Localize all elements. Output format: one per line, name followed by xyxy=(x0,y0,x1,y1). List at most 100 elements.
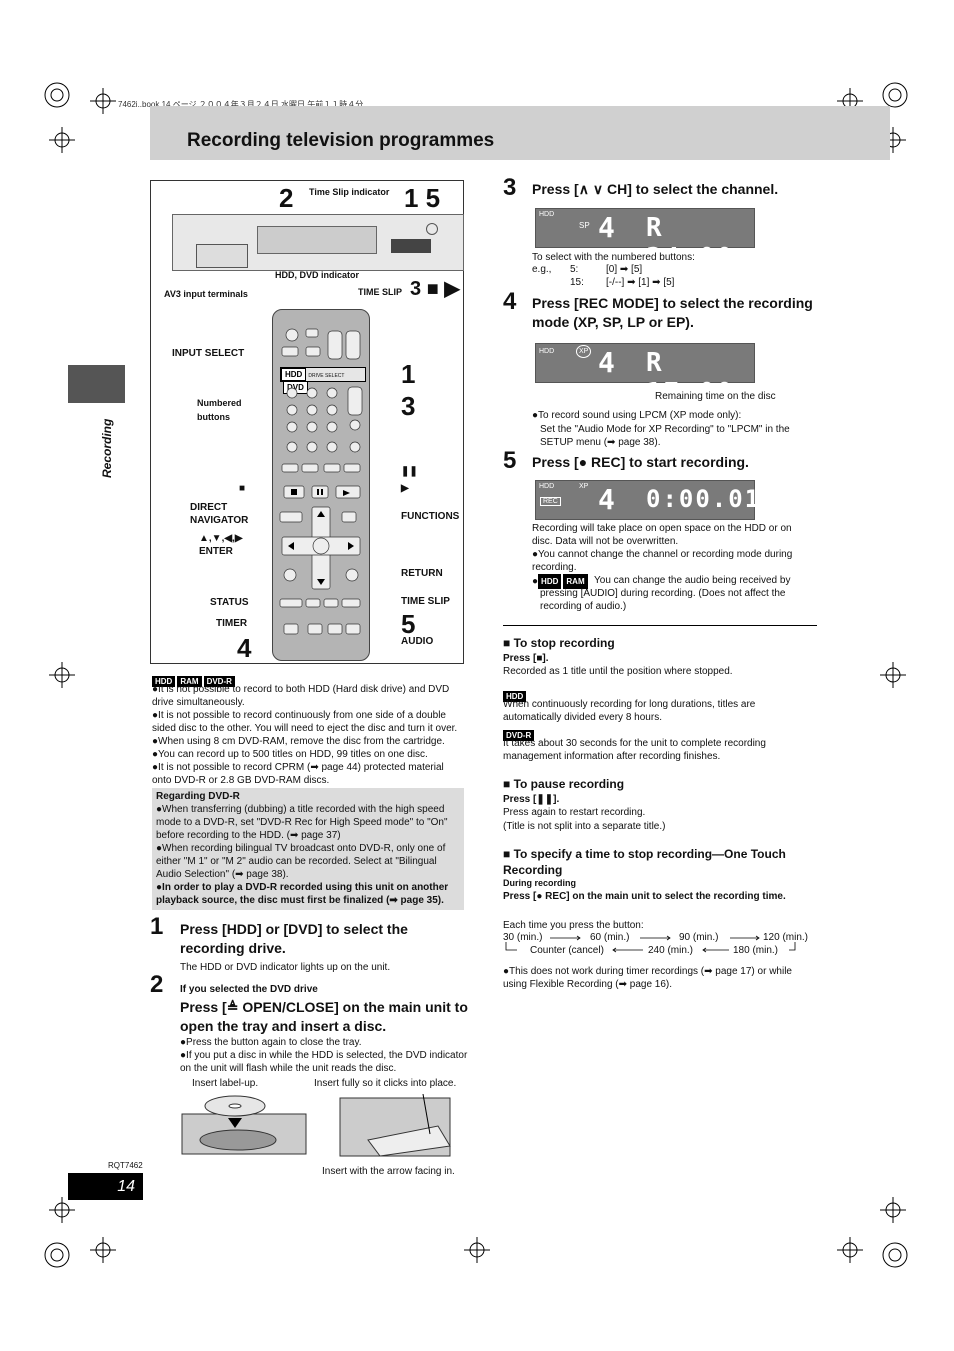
remote-buttons xyxy=(279,328,363,635)
input-select-label: INPUT SELECT xyxy=(172,348,245,359)
stop-para: Recorded as 1 title until the position w… xyxy=(503,666,733,677)
step5-bullet-2: You can change the audio being received … xyxy=(540,575,791,612)
step1-number: 1 xyxy=(150,913,164,940)
display-time: R 17:00 xyxy=(646,348,735,408)
drive-select-text: DRIVE SELECT xyxy=(308,373,345,379)
stop-heading: ■ To stop recording xyxy=(503,636,615,650)
step3-ex1-seq: [0] ➡ [5] xyxy=(606,264,643,275)
print-info: 7462i..book 14 ページ ２００４年３月２４日 水曜日 午前１１時４… xyxy=(118,100,364,109)
step-3-marker: 3 xyxy=(401,391,416,421)
display-rec: REC xyxy=(540,497,561,506)
display-time: R 34:00 xyxy=(646,213,735,273)
step3-ex2-seq: [-/--] ➡ [1] ➡ [5] xyxy=(606,277,675,288)
tag-hdd: HDD xyxy=(503,691,527,702)
otr-120: 120 (min.) xyxy=(763,932,809,943)
step4-bullet-1: ●To record sound using LPCM (XP mode onl… xyxy=(532,410,742,421)
otr-heading: ■ To specify a time to stop recording—On… xyxy=(503,847,786,877)
numbered-buttons-label: Numbered buttons xyxy=(197,398,242,422)
otr-counter: Counter (cancel) xyxy=(530,945,604,956)
status-label: STATUS xyxy=(210,597,249,608)
stop-hdd-tag-wrap: HDD xyxy=(503,686,528,704)
step3-ex2-key: 15: xyxy=(570,277,584,288)
time-slip-label: TIME SLIP xyxy=(401,596,450,607)
timer-label: TIMER xyxy=(216,618,248,629)
display-mode: XP xyxy=(576,345,592,358)
tag-hdd: HDD xyxy=(538,574,562,589)
time-slip-indicator-label: Time Slip indicator xyxy=(309,187,390,197)
otr-240: 240 (min.) xyxy=(648,945,694,956)
otr-press: Press [● REC] on the main unit to select… xyxy=(503,891,786,902)
step-5-marker: 5 xyxy=(401,609,416,639)
tag-ram: RAM xyxy=(563,574,588,589)
page-number: 14 xyxy=(68,1173,143,1200)
note-3: ●When using 8 cm DVD-RAM, remove the dis… xyxy=(152,736,445,747)
page-title: Recording television programmes xyxy=(187,130,495,151)
pause-symbol: ❚❚ xyxy=(401,466,418,477)
hdd-dvd-indicator-label: HDD, DVD indicator xyxy=(275,270,360,280)
otr-each: Each time you press the button: xyxy=(503,920,644,931)
step3-eg: e.g., xyxy=(532,264,552,275)
av3-label: AV3 input terminals xyxy=(164,289,248,299)
note-2: ●It is not possible to record continuous… xyxy=(152,710,458,734)
model-number: RQT7462 xyxy=(108,1161,143,1170)
step2-number: 2 xyxy=(150,971,164,998)
step3-ex1-key: 5: xyxy=(570,264,579,275)
step-2-marker: 2 xyxy=(279,183,294,213)
step2-sub: If you selected the DVD drive xyxy=(180,984,318,995)
display-mode: SP xyxy=(579,221,590,230)
dvdr-note-1: ●When transferring (dubbing) a title rec… xyxy=(156,804,448,841)
note-5: ●It is not possible to record CPRM (➡ pa… xyxy=(152,762,444,786)
otr-note: ●This does not work during timer recordi… xyxy=(503,966,792,990)
pause-press: Press [❚❚]. xyxy=(503,794,560,805)
step3-title: Press [∧ ∨ CH] to select the channel. xyxy=(532,181,779,197)
dvdr-note-2: ●When recording bilingual TV broadcast o… xyxy=(156,843,446,880)
unit-time-slip-label: TIME SLIP xyxy=(358,287,403,297)
step3-note: To select with the numbered buttons: xyxy=(532,252,695,263)
insert-label-caption: Insert label-up. xyxy=(192,1078,259,1089)
tag-hdd: HDD xyxy=(152,676,176,687)
pause-para-1: Press again to restart recording. xyxy=(503,807,646,818)
disc-tray xyxy=(257,226,377,254)
display-hdd: HDD xyxy=(539,483,555,490)
step-3-stop-play-marker: 3 ■ ▶ xyxy=(410,278,460,300)
tag-dvdr: DVD-R xyxy=(203,676,235,687)
step4-display: HDD XP 4 R 17:00 xyxy=(535,343,755,408)
display-time: 0:00.01 xyxy=(646,485,762,513)
functions-label: FUNCTIONS xyxy=(401,511,460,522)
display-mode: XP xyxy=(579,483,589,490)
note-1: ●It is not possible to record to both HD… xyxy=(152,684,450,708)
otr-during: During recording xyxy=(503,878,577,888)
audio-label: AUDIO xyxy=(401,636,434,647)
display-channel: 4 xyxy=(598,483,617,516)
otr-cycle-arrows xyxy=(505,935,796,953)
device-figure: Time Slip indicator 2 1 5 HDD, DVD indic… xyxy=(150,180,464,664)
step2-bullet-2: ●If you put a disc in while the HDD is s… xyxy=(180,1050,468,1074)
stop-press: Press [■]. xyxy=(503,653,549,664)
section-label: Recording xyxy=(100,418,114,478)
dvdr-heading: Regarding DVD-R xyxy=(156,791,240,802)
dvdr-box: Regarding DVD-R ●When transferring (dubb… xyxy=(152,788,464,910)
step3-display: HDD SP 4 R 34:00 xyxy=(535,208,755,273)
step2-title: Press [≜ OPEN/CLOSE] on the main unit to… xyxy=(180,999,468,1034)
side-tab xyxy=(68,365,125,403)
step1-note: The HDD or DVD indicator lights up on th… xyxy=(180,962,391,973)
step5-display: HDD XP REC 4 0:00.01 xyxy=(535,480,759,520)
insert-cartridge-illustration xyxy=(339,1094,451,1157)
otr-60: 60 (min.) xyxy=(590,932,630,943)
otr-180: 180 (min.) xyxy=(733,945,779,956)
display-channel: 4 xyxy=(598,346,617,379)
insert-arrow-caption: Insert with the arrow facing in. xyxy=(322,1166,455,1177)
step4-caption: Remaining time on the disc xyxy=(655,391,776,402)
power-button[interactable] xyxy=(426,223,438,235)
step5-para: Recording will take place on open space … xyxy=(532,523,792,547)
display-hdd: HDD xyxy=(539,211,555,218)
step5-bullet-1: ●You cannot change the channel or record… xyxy=(532,549,793,573)
step4-bullet-1b: Set the "Audio Mode for XP Recording" to… xyxy=(540,424,790,448)
stop-symbol: ■ xyxy=(239,483,246,494)
stop-dvdr-para: It takes about 30 seconds for the unit t… xyxy=(503,738,766,762)
insert-disc-illustration xyxy=(181,1095,307,1155)
direct-navigator-label: DIRECT NAVIGATOR xyxy=(190,502,249,526)
